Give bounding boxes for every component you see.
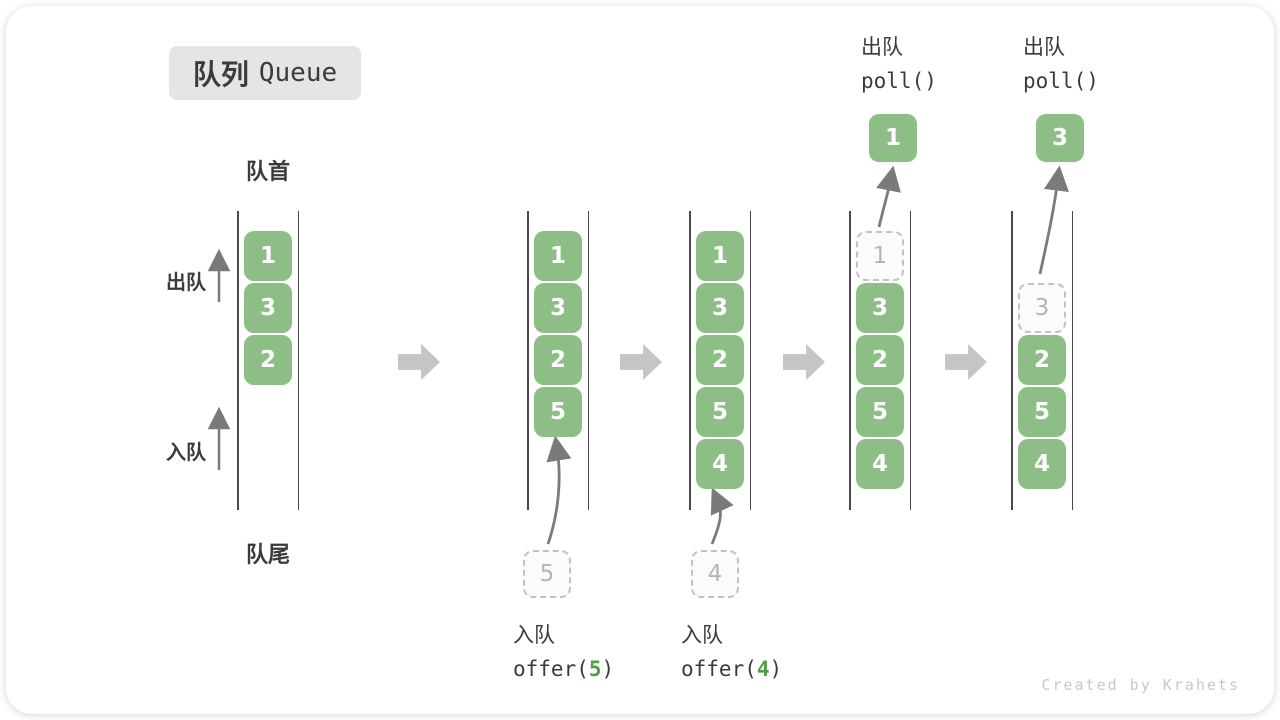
channel-line [689, 211, 691, 510]
op-fn: offer(4) [681, 652, 782, 686]
watermark: Created by Krahets [1041, 676, 1240, 694]
queue-cell: 2 [1018, 335, 1066, 385]
queue-cell: 3 [696, 283, 744, 333]
queue-channel-5 [1011, 211, 1073, 510]
pending-cell-state3: 4 [691, 550, 739, 598]
op-fn-arg: 4 [756, 657, 770, 681]
queue-cell: 1 [696, 231, 744, 281]
channel-line [297, 211, 299, 510]
label-dequeue-side: 出队 [166, 270, 206, 294]
op-zh: 入队 [681, 623, 723, 647]
op-zh: 入队 [513, 623, 555, 647]
title-en: Queue [258, 58, 338, 88]
queue-cell: 5 [1018, 387, 1066, 437]
op-label-offer5: 入队 offer(5) [513, 618, 614, 686]
removed-cell-state5: 3 [1018, 283, 1066, 333]
queue-cell: 1 [244, 231, 292, 281]
queue-cell: 2 [244, 335, 292, 385]
title-zh: 队列 [192, 58, 249, 91]
queue-channel-2 [527, 211, 589, 510]
channel-line [909, 211, 911, 510]
queue-cell: 3 [244, 283, 292, 333]
queue-cell: 5 [856, 387, 904, 437]
removed-cell-state4: 1 [856, 231, 904, 281]
queue-cell: 5 [696, 387, 744, 437]
channel-line [1011, 211, 1013, 510]
op-fn-prefix: offer( [681, 657, 757, 681]
pending-cell-state2: 5 [523, 550, 571, 598]
channel-line [749, 211, 751, 510]
queue-cell: 2 [856, 335, 904, 385]
op-fn-arg: 5 [588, 657, 602, 681]
op-fn: poll() [861, 69, 937, 93]
queue-channel-3 [689, 211, 751, 510]
op-fn: offer(5) [513, 652, 614, 686]
channel-line [237, 211, 239, 510]
queue-cell: 3 [534, 283, 582, 333]
queue-cell: 4 [696, 439, 744, 489]
queue-cell: 5 [534, 387, 582, 437]
channel-line [587, 211, 589, 510]
channel-line [527, 211, 529, 510]
label-queue-rear: 队尾 [245, 543, 290, 568]
popped-cell-state4: 1 [869, 114, 917, 162]
op-fn-suffix: ) [769, 657, 783, 681]
queue-cell: 4 [1018, 439, 1066, 489]
label-enqueue-side: 入队 [166, 440, 206, 464]
op-label-offer4: 入队 offer(4) [681, 618, 782, 686]
title-badge: 队列 Queue [169, 46, 361, 100]
op-fn-prefix: offer( [513, 657, 589, 681]
op-label-poll-2: 出队 poll() [1023, 30, 1099, 98]
popped-cell-state5: 3 [1036, 114, 1084, 162]
op-fn: poll() [1023, 69, 1099, 93]
queue-cell: 1 [534, 231, 582, 281]
queue-channel-4 [849, 211, 911, 510]
op-zh: 出队 [861, 35, 903, 59]
queue-cell: 2 [696, 335, 744, 385]
queue-cell: 3 [856, 283, 904, 333]
channel-line [1071, 211, 1073, 510]
queue-cell: 2 [534, 335, 582, 385]
op-label-poll-1: 出队 poll() [861, 30, 937, 98]
label-queue-front: 队首 [245, 160, 290, 185]
queue-cell: 4 [856, 439, 904, 489]
op-fn-suffix: ) [601, 657, 615, 681]
op-zh: 出队 [1023, 35, 1065, 59]
queue-channel-1 [237, 211, 299, 510]
channel-line [849, 211, 851, 510]
